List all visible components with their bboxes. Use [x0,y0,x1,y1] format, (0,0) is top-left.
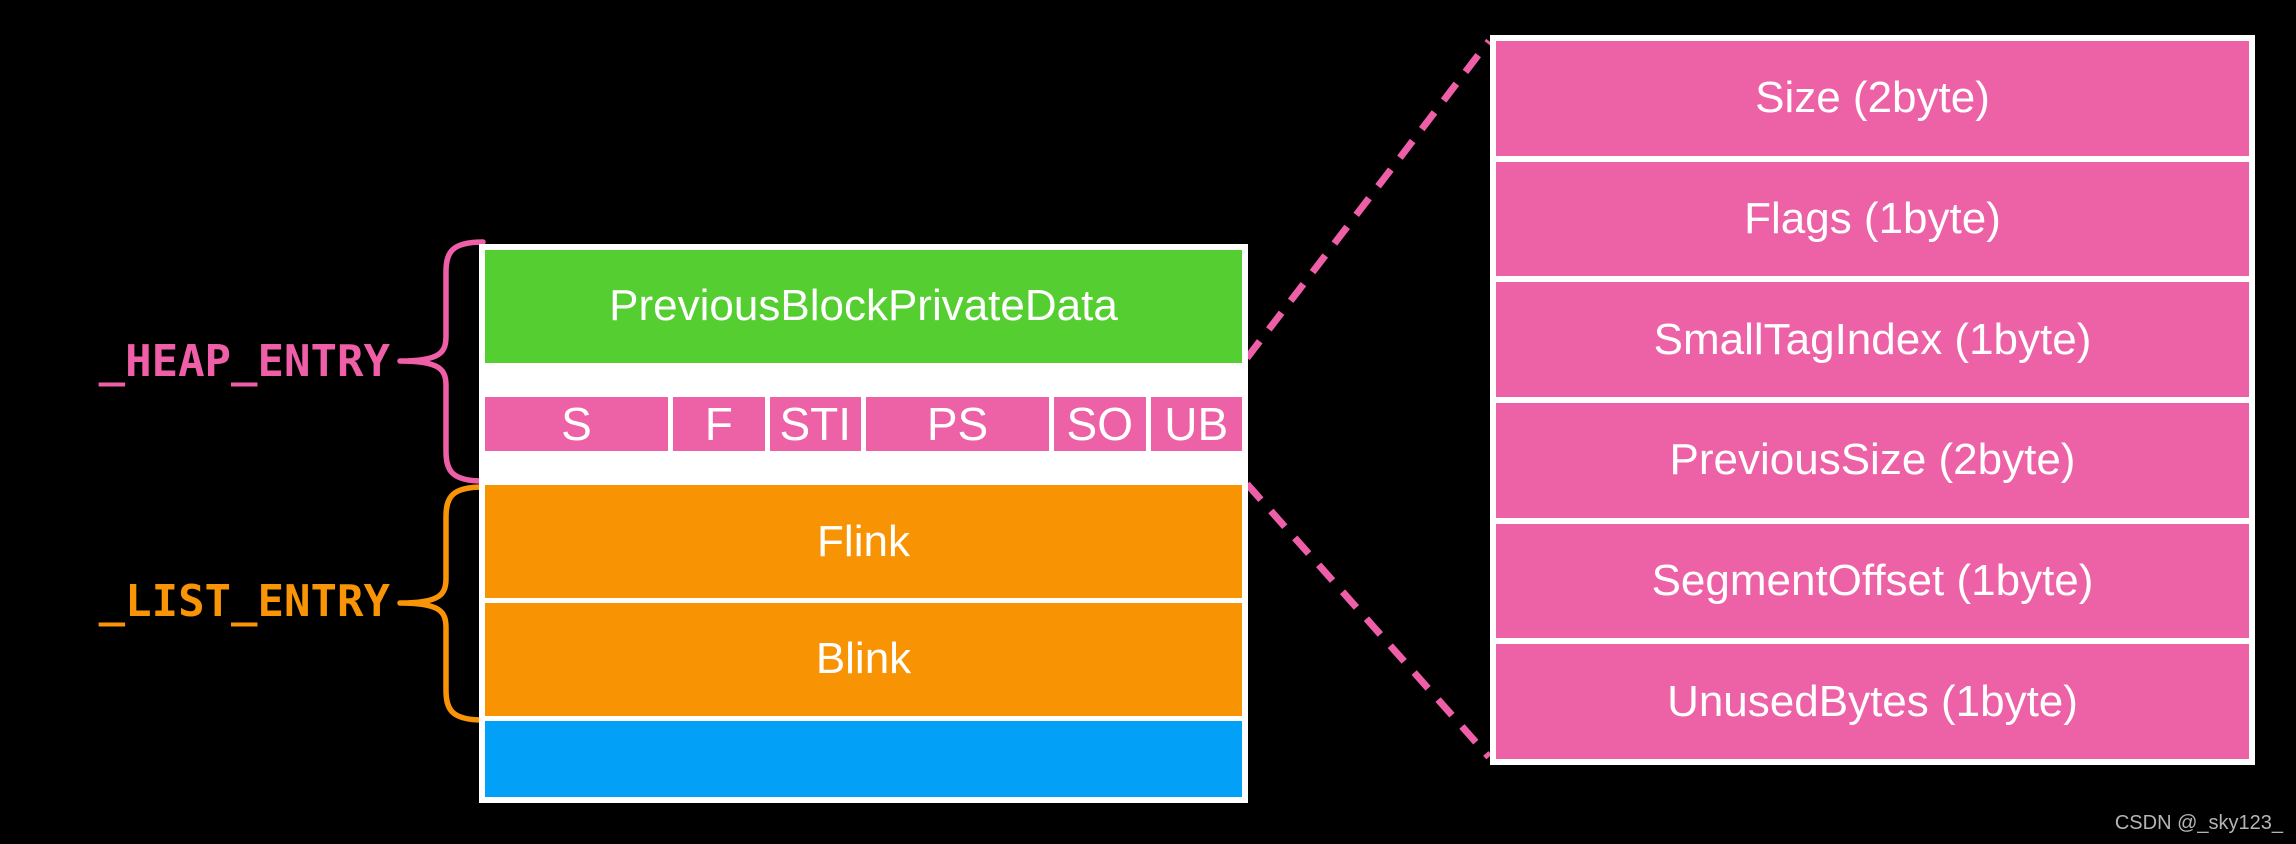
field-cell-small-tag-index: STI [769,396,861,451]
field-cell-previous-size: PS [866,396,1049,451]
field-cell-segment-offset: SO [1054,396,1146,451]
detail-row-flags-label: Flags (1byte) [1744,194,2001,243]
field-cell-unused-bytes: UB [1150,396,1242,451]
detail-row-unused-bytes-label: UnusedBytes (1byte) [1667,676,2078,726]
detail-row-segment-offset-label: SegmentOffset (1byte) [1651,556,2094,606]
field-abbr-segment-offset: SO [1066,397,1133,450]
field-abbr-size: S [561,397,592,450]
heap-entry-fields-row: S F STI PS SO UB [485,368,1242,481]
previous-block-private-data-row: PreviousBlockPrivateData [485,250,1242,363]
flink-row: Flink [485,485,1242,598]
detail-row-small-tag-index: SmallTagIndex (1byte) [1496,282,2249,398]
field-abbr-flags: F [704,397,733,450]
detail-row-flags: Flags (1byte) [1496,161,2249,277]
heap-entry-brace [397,239,486,484]
field-abbr-previous-size: PS [926,397,989,450]
previous-block-private-data-label: PreviousBlockPrivateData [609,281,1118,331]
field-cell-flags: F [673,396,765,451]
connector-line-top [1244,38,1492,361]
detail-row-segment-offset: SegmentOffset (1byte) [1496,523,2249,639]
connector-line-bottom [1244,481,1492,760]
detail-row-size-label: Size (2byte) [1755,73,1990,123]
list-entry-label: _LIST_ENTRY [98,576,390,627]
detail-row-previous-size: PreviousSize (2byte) [1496,403,2249,518]
detail-row-unused-bytes: UnusedBytes (1byte) [1496,644,2249,760]
heap-block: PreviousBlockPrivateData S F STI PS SO U… [479,244,1248,803]
csdn-watermark: CSDN @_sky123_ [2114,812,2283,834]
flink-label: Flink [817,516,910,566]
detail-row-small-tag-index-label: SmallTagIndex (1byte) [1653,314,2092,364]
blink-label: Blink [815,634,912,684]
list-entry-brace [397,484,486,723]
field-abbr-unused-bytes: UB [1164,397,1229,450]
heap-entry-detail-table: Size (2byte) Flags (1byte) SmallTagIndex… [1490,35,2255,765]
field-cell-size: S [485,396,668,451]
field-abbr-small-tag-index: STI [779,397,852,450]
detail-row-size: Size (2byte) [1496,41,2249,156]
blink-row: Blink [485,602,1242,716]
detail-row-previous-size-label: PreviousSize (2byte) [1669,435,2076,485]
heap-entry-label: _HEAP_ENTRY [98,336,390,387]
user-data-row [485,720,1242,797]
